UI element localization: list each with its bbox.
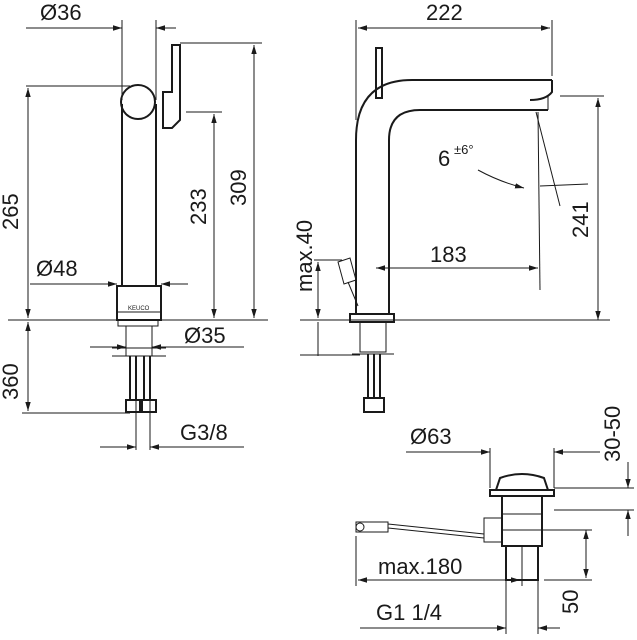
- dim-height-265: 265: [0, 193, 23, 230]
- dim-angle: 6: [438, 146, 450, 171]
- dim-height-360: 360: [0, 363, 23, 400]
- dim-thread-g38: G3/8: [180, 420, 228, 445]
- dim-max-180: max.180: [378, 554, 462, 579]
- side-faucet-body: [337, 47, 553, 413]
- dim-thread-g114: G1 1/4: [376, 600, 442, 625]
- dim-diameter-35: Ø35: [184, 323, 226, 348]
- dim-height-233: 233: [186, 188, 211, 225]
- dim-angle-tolerance: ±6°: [454, 142, 474, 157]
- dim-height-309: 309: [226, 169, 251, 206]
- dim-max-40: max.40: [292, 220, 317, 292]
- dim-reach-183: 183: [430, 242, 467, 267]
- side-view: 222 241 6 ±6° 183 max.40: [292, 0, 610, 413]
- dim-height-241: 241: [568, 201, 593, 238]
- drain-view: Ø63 30-50 max.180 50 G1 1/4: [355, 406, 634, 634]
- dim-diameter-48: Ø48: [36, 256, 78, 281]
- brand-logo: KEUCO: [128, 306, 150, 312]
- dim-diameter-36: Ø36: [40, 0, 82, 25]
- front-faucet-body: KEUCO: [112, 44, 181, 413]
- dim-range-30-50: 30-50: [600, 406, 625, 462]
- dim-height-50: 50: [558, 590, 583, 614]
- dim-width-222: 222: [426, 0, 463, 25]
- front-view: KEUCO Ø36 265 233 309 Ø48: [0, 0, 268, 450]
- dim-diameter-63: Ø63: [410, 424, 452, 449]
